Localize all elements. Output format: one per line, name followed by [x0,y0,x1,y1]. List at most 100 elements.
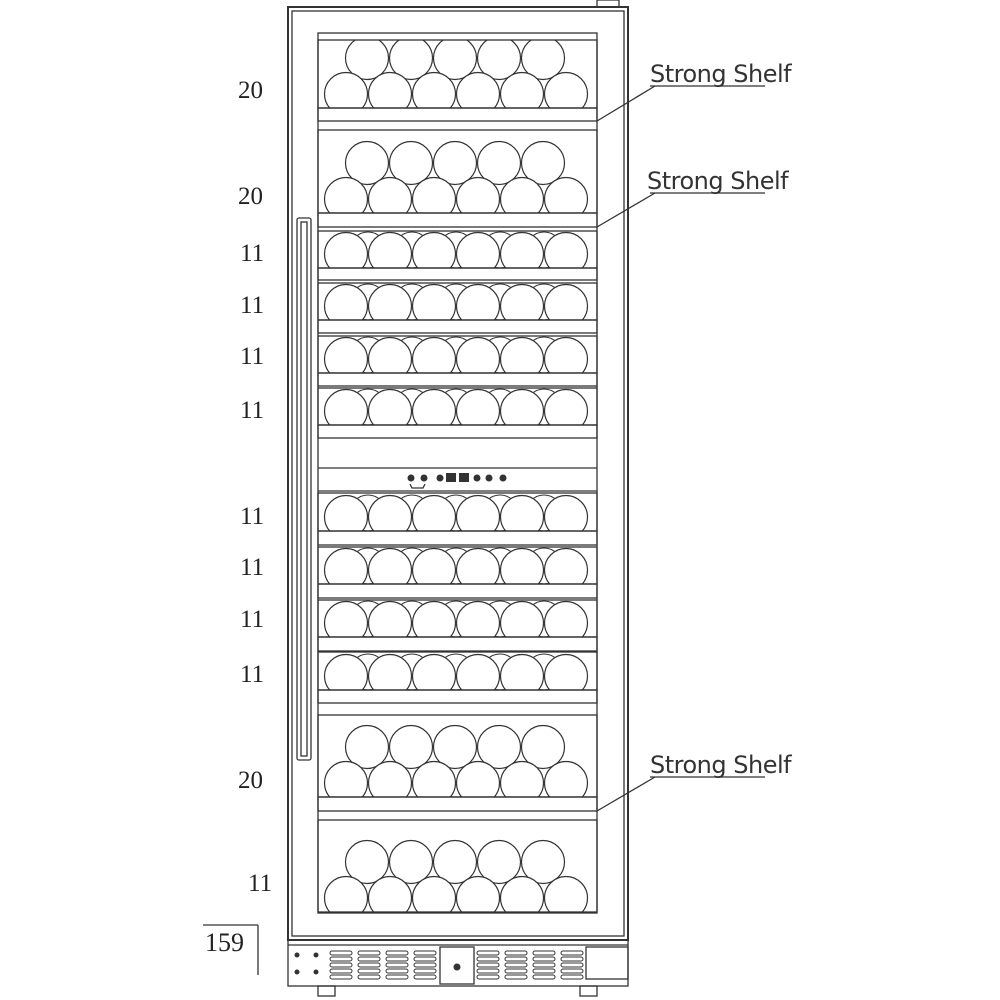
bottle [499,388,545,425]
vent-slot [329,968,353,974]
bottle [455,71,501,108]
bottle [388,140,434,186]
bottle [388,724,434,770]
bottle [543,336,589,373]
bottles [323,140,589,213]
bottle [323,875,369,912]
bottle [455,760,501,797]
bottle [367,875,413,912]
bottle-row-5 [317,335,598,387]
bottle-row-7 [317,492,598,546]
shelf [317,636,598,652]
bottles [323,600,589,637]
bottle [388,839,434,885]
bottle [543,760,589,797]
bottle [455,653,501,690]
bottle [455,176,501,213]
bottle [499,875,545,912]
vent-slot [357,974,381,980]
vent-slot [357,968,381,974]
bottle [344,839,390,885]
display-icon [446,473,456,482]
bottle [543,547,589,584]
bottle-row-8 [317,546,598,599]
bottle [499,231,545,268]
bottle [499,176,545,213]
vent-slot [504,974,528,980]
kickplate-cover [585,946,629,980]
screw [313,969,319,975]
row-count: 11 [240,661,265,688]
control-button [499,474,507,482]
bottle [411,547,457,584]
bottle [520,40,566,81]
door-frame [291,10,625,937]
row-count: 11 [240,343,265,370]
bottle [499,336,545,373]
bottle [432,140,478,186]
foot-right [579,985,598,997]
bottle [411,875,457,912]
bottle [455,388,501,425]
row-count: 11 [240,397,265,424]
bottles [323,336,589,373]
shelf [317,530,598,546]
vent-slot [413,950,437,956]
bottle [411,231,457,268]
row-count: 11 [240,606,265,633]
strong-shelf-label: Strong Shelf [647,167,789,195]
bottle-row-1 [317,39,598,122]
bottles [323,40,589,108]
shelf [317,424,598,439]
hinge [596,0,620,8]
vent-slot [329,974,353,980]
bottle [323,283,369,320]
vent-slot [504,950,528,956]
bottle [411,336,457,373]
vent-slot [329,956,353,962]
foot-left [317,985,336,997]
vent-slot [476,962,500,968]
bottles [323,653,589,690]
shelf [317,796,598,812]
bottles [323,547,589,584]
vent-slot [532,962,556,968]
vent-slot [476,956,500,962]
bottle [499,600,545,637]
control-button [407,474,415,482]
bottle [499,71,545,108]
row-count: 20 [238,183,263,210]
bottle-row-10 [317,651,598,704]
strong-shelf-label: Strong Shelf [650,60,792,88]
screw [294,952,300,958]
bottle [499,653,545,690]
leader-line [596,85,656,122]
screw [313,952,319,958]
vent-slot [357,950,381,956]
bottle [367,231,413,268]
row-count: 20 [238,767,263,794]
bottle [432,839,478,885]
bottle [323,388,369,425]
vent-slot [504,956,528,962]
glass-window [317,32,598,914]
shelf [317,583,598,599]
leader-line [596,192,656,228]
bottle [323,231,369,268]
bottle [543,653,589,690]
display-icon [459,473,469,482]
bottle [520,140,566,186]
bottle [367,600,413,637]
bottle-row-11 [317,714,598,812]
vent-slot [560,974,584,980]
bottle [543,231,589,268]
bottle [543,283,589,320]
vent-slot [560,962,584,968]
link-icon [409,483,426,489]
bottle [323,494,369,531]
bottle [455,547,501,584]
bottle [367,494,413,531]
bottle-row-6 [317,387,598,439]
door-handle [296,217,312,761]
bottle [367,547,413,584]
